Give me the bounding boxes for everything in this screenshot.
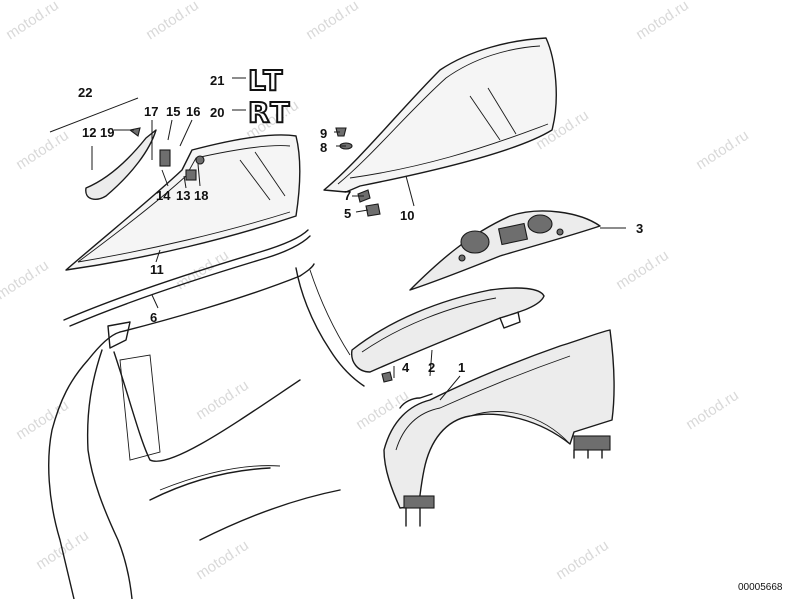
washer-18	[195, 155, 205, 165]
callout-14: 14	[156, 188, 171, 203]
callout-11: 11	[150, 262, 164, 277]
watermark: motod.ru	[13, 397, 72, 444]
lt-badge: LT	[248, 64, 284, 97]
callout-17: 17	[144, 104, 158, 119]
callout-8: 8	[320, 140, 327, 155]
callout-5: 5	[344, 206, 351, 221]
watermark: motod.ru	[3, 0, 62, 43]
leader-line	[49, 97, 139, 133]
watermark: motod.ru	[143, 0, 202, 43]
callout-labels: 1 2 3 4 5 6 7 8 9 10 11 12 13 14 15 16 1…	[78, 73, 643, 375]
left-windshield	[65, 134, 301, 271]
callout-20: 20	[210, 105, 224, 120]
watermark: motod.ru	[0, 257, 52, 304]
nut-13	[185, 169, 197, 181]
badge-rt: RT	[232, 95, 291, 130]
callout-13: 13	[176, 188, 190, 203]
right-windshield	[323, 37, 557, 193]
watermark-layer: motod.ru motod.ru motod.ru motod.ru moto…	[0, 0, 752, 583]
leader-lines	[91, 119, 626, 401]
callout-4: 4	[402, 360, 410, 375]
watermark: motod.ru	[193, 377, 252, 424]
group-22	[49, 97, 139, 133]
watermark: motod.ru	[13, 127, 72, 174]
callout-6: 6	[150, 310, 157, 325]
badge-lt: LT	[232, 63, 284, 98]
callout-16: 16	[186, 104, 200, 119]
callout-15: 15	[166, 104, 180, 119]
callout-22: 22	[78, 85, 92, 100]
callout-21: 21	[210, 73, 224, 88]
rt-badge: RT	[248, 96, 291, 129]
edge-molding	[63, 229, 309, 321]
callout-18: 18	[194, 188, 208, 203]
callout-7: 7	[344, 188, 351, 203]
callout-3: 3	[636, 221, 643, 236]
callout-1: 1	[458, 360, 465, 375]
watermark: motod.ru	[193, 537, 252, 584]
callout-19: 19	[100, 125, 114, 140]
watermark: motod.ru	[613, 247, 672, 294]
callout-9: 9	[320, 126, 327, 141]
watermark: motod.ru	[633, 0, 692, 43]
watermark: motod.ru	[553, 537, 612, 584]
watermark: motod.ru	[303, 0, 362, 43]
screw-4	[381, 371, 393, 383]
callout-10: 10	[400, 208, 414, 223]
side-trim-strip	[85, 129, 157, 200]
fairing-side-panel	[383, 329, 615, 527]
catalog-number: 00005668	[738, 582, 783, 593]
instrument-cover	[409, 210, 601, 291]
edge-molding-inner	[69, 235, 311, 327]
watermark: motod.ru	[683, 387, 742, 434]
rear-bodywork	[48, 263, 365, 599]
callout-2: 2	[428, 360, 435, 375]
screw-9	[335, 127, 347, 137]
cowl-panel	[351, 287, 545, 373]
watermark: motod.ru	[693, 127, 752, 174]
hardware	[128, 127, 393, 383]
callout-12: 12	[82, 125, 96, 140]
bracket-17	[159, 149, 171, 167]
nut-5	[365, 203, 381, 217]
screw-19	[128, 127, 141, 137]
